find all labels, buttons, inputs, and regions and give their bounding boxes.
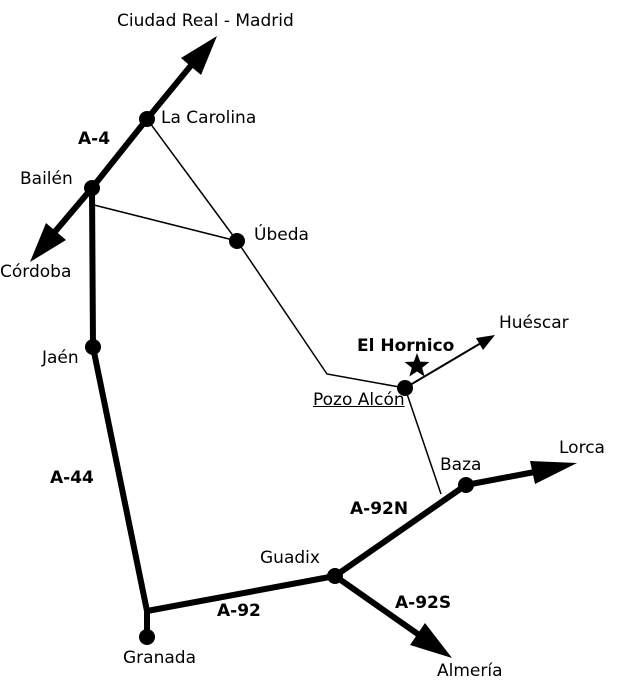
almeria-arrowhead-icon xyxy=(410,623,452,658)
city-dot-la-carolina xyxy=(139,111,155,127)
city-label-granada: Granada xyxy=(123,648,196,668)
road-ubeda-pozoalcon-line xyxy=(236,240,406,389)
road-a92-line xyxy=(146,573,336,614)
city-label-bailen: Bailén xyxy=(20,169,73,189)
city-dot-baza xyxy=(458,477,474,493)
destination-label-almeria: Almería xyxy=(437,661,503,681)
destination-label-ciudad-real-madrid: Ciudad Real - Madrid xyxy=(117,11,294,31)
road-label-a92n: A-92N xyxy=(350,499,409,519)
destination-label-lorca: Lorca xyxy=(559,438,605,458)
city-dot-guadix xyxy=(327,568,343,584)
lorca-arrowhead-icon xyxy=(530,461,577,484)
city-label-baza: Baza xyxy=(440,455,482,475)
city-label-ubeda: Úbeda xyxy=(254,225,309,245)
road-a4-line xyxy=(50,61,196,236)
road-label-a92: A-92 xyxy=(217,601,261,621)
city-label-guadix: Guadix xyxy=(260,548,320,568)
road-label-a4: A-4 xyxy=(78,129,111,149)
city-label-la-carolina: La Carolina xyxy=(161,108,257,128)
road-pozoalcon-baza-line xyxy=(404,387,442,495)
el-hornico-star-icon xyxy=(404,353,430,377)
city-dot-pozo-alcon xyxy=(397,380,413,396)
madrid-arrowhead-icon xyxy=(181,36,217,75)
road-a44-line xyxy=(89,187,150,637)
huescar-arrowhead-icon xyxy=(476,335,495,350)
road-a92s-line xyxy=(333,573,424,640)
road-label-a44: A-44 xyxy=(50,468,94,488)
road-lacarolina-ubeda-line xyxy=(146,118,238,242)
cordoba-arrowhead-icon xyxy=(30,223,66,262)
destination-label-cordoba: Córdoba xyxy=(0,262,72,282)
road-bailen-ubeda-line xyxy=(93,204,238,242)
city-dot-granada xyxy=(139,629,155,645)
city-label-jaen: Jaén xyxy=(42,348,79,368)
city-label-pozo-alcon: Pozo Alcón xyxy=(313,390,405,410)
city-dot-ubeda xyxy=(229,233,245,249)
city-dot-bailen xyxy=(84,180,100,196)
road-label-a92s: A-92S xyxy=(395,593,452,613)
destination-label-huescar: Huéscar xyxy=(499,313,569,333)
road-a92n-line xyxy=(333,468,541,579)
road-pozoalcon-huescar-line xyxy=(404,342,482,389)
poi-label-el-hornico: El Hornico xyxy=(357,336,455,356)
city-dot-jaen xyxy=(85,339,101,355)
